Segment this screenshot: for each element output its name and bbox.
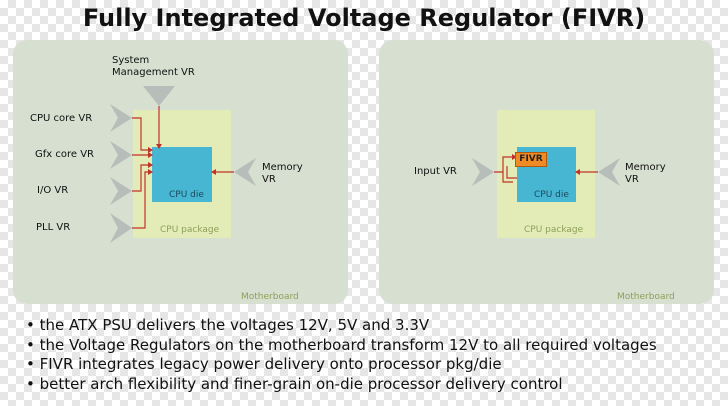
pll-vr-label: PLL VR [36, 222, 71, 233]
system-management-vr-shape [143, 86, 175, 106]
cpu-core-vr-shape [110, 104, 132, 132]
left-cpu-die [152, 147, 212, 202]
input-vr-shape [472, 158, 494, 186]
cpu-package-label-right: CPU package [524, 225, 584, 235]
memory-vr-shape-left [234, 158, 256, 186]
fivr-block: FIVR [515, 152, 547, 167]
system-management-vr-label: System Management VR [112, 55, 195, 78]
cpu-core-vr-label: CPU core VR [30, 113, 93, 124]
io-vr-shape [110, 177, 132, 205]
bullet-item: FIVR integrates legacy power delivery on… [26, 355, 657, 375]
bullet-list: the ATX PSU delivers the voltages 12V, 5… [26, 316, 657, 394]
cpu-package-label-left: CPU package [160, 225, 220, 235]
left-power-wires [132, 106, 234, 229]
right-wire-arrowheads [512, 154, 580, 175]
motherboard-label-right: Motherboard [617, 292, 675, 302]
bullet-item: the Voltage Regulators on the motherboar… [26, 336, 657, 356]
gfx-core-vr-label: Gfx core VR [35, 149, 94, 160]
input-vr-label: Input VR [414, 166, 457, 177]
cpu-die-label-left: CPU die [169, 190, 204, 200]
page-title: Fully Integrated Voltage Regulator (FIVR… [82, 4, 646, 32]
io-vr-label: I/O VR [37, 185, 69, 196]
memory-vr-shape-right [598, 158, 620, 186]
motherboard-label-left: Motherboard [241, 292, 299, 302]
memory-vr-label-right: Memory VR [625, 162, 666, 185]
cpu-die-label-right: CPU die [534, 190, 569, 200]
bullet-item: the ATX PSU delivers the voltages 12V, 5… [26, 316, 657, 336]
gfx-core-vr-shape [110, 141, 132, 169]
left-wire-arrowheads [148, 144, 216, 175]
memory-vr-label-left: Memory VR [262, 162, 303, 185]
pll-vr-shape [110, 213, 132, 243]
bullet-item: better arch flexibility and finer-grain … [26, 375, 657, 395]
